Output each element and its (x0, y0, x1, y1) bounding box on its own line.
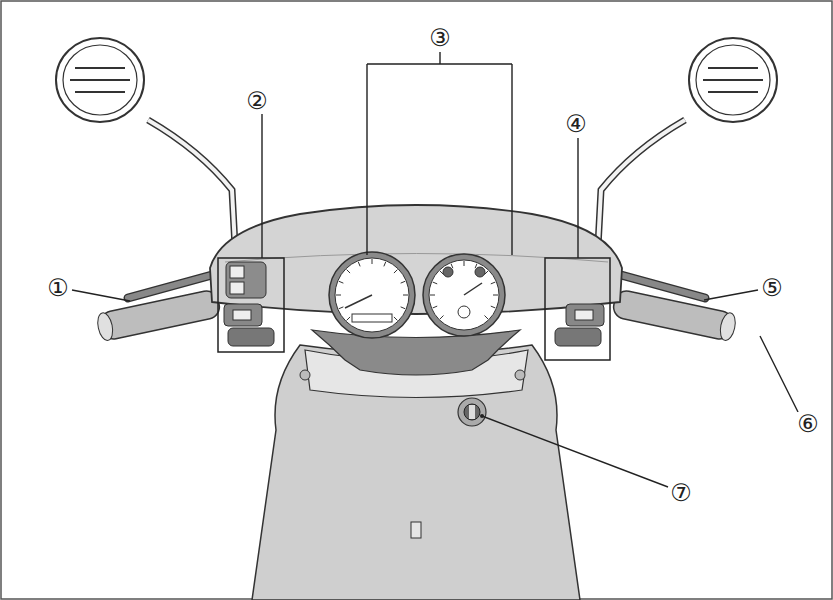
switch-housing (228, 328, 274, 346)
light-switch (226, 262, 266, 298)
callout-number: ⑥ (797, 412, 819, 436)
leader-line (261, 114, 262, 258)
tick (433, 282, 438, 284)
tick (491, 282, 496, 284)
leader-line (482, 416, 668, 487)
start-button (566, 304, 604, 326)
tick (394, 270, 398, 274)
leader-line (72, 290, 130, 301)
group-box (545, 258, 610, 360)
needle (345, 295, 372, 308)
indicator-lamp (443, 267, 453, 277)
bracket (367, 52, 512, 255)
mirror-stem (597, 120, 685, 265)
tick (464, 261, 465, 266)
callout-number: ② (246, 89, 268, 113)
tick (339, 281, 344, 283)
mirror (689, 38, 777, 122)
tick (403, 295, 408, 296)
mirror-shine (703, 68, 763, 92)
tick (339, 307, 344, 309)
tick (493, 295, 498, 296)
gauge-ticks (336, 259, 498, 320)
grip-end (718, 311, 738, 341)
ignition-switch (458, 398, 486, 426)
gauge-dial (429, 260, 499, 330)
tick (336, 295, 341, 296)
mirror-glass (63, 45, 137, 115)
tick (430, 295, 435, 296)
switch-button (224, 304, 262, 326)
key-slot (469, 405, 475, 419)
gauge-bezel (423, 254, 505, 336)
screw (300, 370, 310, 380)
tick (440, 316, 444, 320)
slot (411, 522, 421, 538)
tick (347, 270, 351, 274)
tick (433, 306, 438, 308)
mirror-stem (148, 120, 236, 265)
switch-button-face (233, 310, 251, 320)
leader-dot (480, 414, 484, 418)
tick (485, 271, 489, 275)
leader-line (577, 138, 578, 258)
mirror (56, 38, 144, 122)
indicator-lamp (475, 267, 485, 277)
callout-number: ③ (429, 26, 451, 50)
tick (372, 259, 373, 264)
switch-button-face (575, 310, 593, 320)
tick (401, 307, 406, 309)
callout-number: ⑤ (761, 276, 783, 300)
leader-line (760, 336, 798, 412)
speedometer-dial (335, 258, 409, 332)
tick (491, 306, 496, 308)
switch-icon (230, 266, 244, 278)
indicator-lamp (458, 306, 470, 318)
tick (384, 262, 386, 267)
steering-neck (312, 330, 520, 375)
switch-icon (230, 282, 244, 294)
odometer (352, 314, 392, 322)
group-box (218, 258, 284, 352)
speedometer-bezel (329, 252, 415, 338)
switch-housing (555, 328, 601, 346)
tick (401, 281, 406, 283)
tick (394, 317, 398, 321)
tick (347, 317, 351, 321)
key-hole (464, 404, 480, 420)
handle-grip (98, 289, 221, 341)
callout-number: ⑦ (670, 481, 692, 505)
tick (440, 271, 444, 275)
handlebar-cover (210, 205, 622, 314)
mirror-stem (597, 120, 685, 265)
tick (475, 264, 477, 269)
mirror-glass (696, 45, 770, 115)
leader-line (704, 290, 758, 300)
callout-number: ① (47, 276, 69, 300)
tick (451, 264, 453, 269)
tick (358, 262, 360, 267)
front-shield (252, 345, 580, 600)
grip-end (95, 311, 115, 341)
throttle-grip (611, 289, 734, 341)
screw (515, 370, 525, 380)
mirror-stem (148, 120, 236, 265)
needle (464, 283, 482, 295)
callout-number: ④ (565, 112, 587, 136)
tick (485, 316, 489, 320)
mirror-shine (70, 68, 130, 92)
